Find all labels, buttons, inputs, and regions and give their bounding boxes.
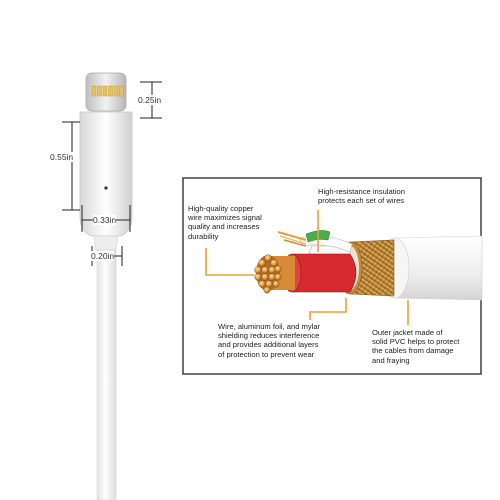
dim-head-length: 0.25in [138, 95, 162, 105]
dim-connector-width: 0.33in [93, 215, 117, 225]
callout-insulation-text: High-resistance insulation protects each… [318, 187, 405, 206]
callout-copper-text: High-quality copper wire maximizes signa… [188, 204, 262, 241]
callout-jacket-text: Outer jacket made of solid PVC helps to … [372, 328, 460, 365]
dim-cable-width: 0.20in [91, 251, 115, 261]
housing-dot [104, 186, 108, 190]
callout-shielding-text: Wire, aluminum foil, and mylar shielding… [218, 322, 321, 359]
cable-body [96, 249, 117, 500]
insulated-wire-red [291, 253, 357, 293]
lightning-connector [79, 72, 133, 500]
copper-strands [254, 254, 295, 294]
callout-leaders [205, 210, 409, 325]
leader-copper [205, 248, 254, 276]
strain-relief [93, 235, 119, 251]
leader-shielding [309, 298, 347, 320]
dim-connector-length: 0.55in [50, 152, 74, 162]
connector-housing [79, 111, 133, 237]
cable-cross-section [254, 230, 483, 301]
gold-contacts [91, 85, 124, 97]
